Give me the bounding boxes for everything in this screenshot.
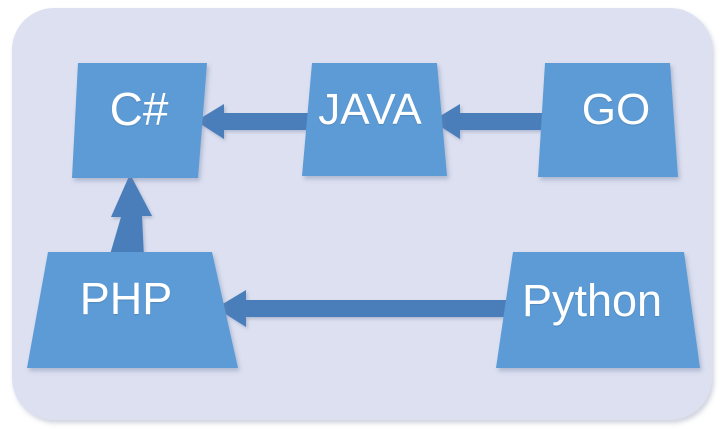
arrow-python-to-php <box>216 290 525 327</box>
node-php-shape[interactable] <box>27 252 238 368</box>
node-python-shape[interactable] <box>496 252 700 368</box>
arrow-java-to-csharp <box>196 104 311 139</box>
node-go-shape[interactable] <box>538 63 678 177</box>
arrow-php-to-csharp <box>109 174 152 258</box>
arrow-go-to-java <box>432 104 552 139</box>
node-csharp-shape[interactable] <box>72 63 207 178</box>
node-java-shape[interactable] <box>302 63 447 176</box>
